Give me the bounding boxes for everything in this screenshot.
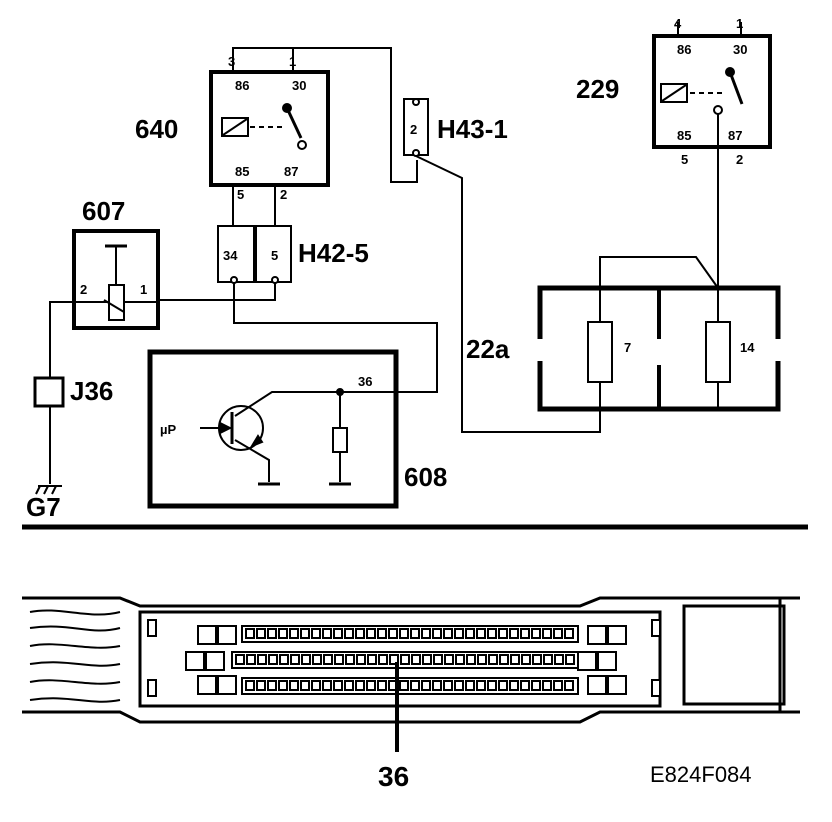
junction-j36 <box>33 376 65 408</box>
ecu-608-input: µP <box>160 422 176 437</box>
relay-229-pin-top-1: 4 <box>674 16 682 31</box>
connector-pin-rows <box>147 619 661 697</box>
relay-229-pin-bottom-2: 2 <box>736 152 743 167</box>
relay-640-pin-87: 87 <box>284 164 298 179</box>
sensor-607-pin-2: 2 <box>80 282 87 297</box>
relay-229-pin-top-2: 1 <box>736 16 743 31</box>
relay-640-pin-bottom-2: 2 <box>280 187 287 202</box>
relay-640-pin-bottom-1: 5 <box>237 187 244 202</box>
relay-229-pin-bottom-1: 5 <box>681 152 688 167</box>
junction-j36-label: J36 <box>70 376 113 406</box>
ecu-608-pin: 36 <box>358 374 372 389</box>
connector-h43-label: H43-1 <box>437 114 508 144</box>
ecu-608-label: 608 <box>404 462 447 492</box>
relay-640-pin-30: 30 <box>292 78 306 93</box>
wire-h43-to-fuse7 <box>415 155 601 433</box>
wire-640-86 <box>232 47 418 183</box>
relay-640-label: 640 <box>135 114 178 144</box>
connector-h42-label: H42-5 <box>298 238 369 268</box>
fuse-7 <box>587 321 613 383</box>
relay-229-switch <box>728 71 744 105</box>
connector-h42-pin-34: 34 <box>223 248 238 263</box>
sensor-607-element <box>108 284 125 321</box>
relay-640-coil <box>221 117 249 137</box>
relay-640-pin-85: 85 <box>235 164 249 179</box>
sensor-607-pin-1: 1 <box>140 282 147 297</box>
fuse-14-label: 14 <box>740 340 755 355</box>
fusebox-22a-label: 22a <box>466 334 510 364</box>
relay-229-label: 229 <box>576 74 619 104</box>
figure-code: E824F084 <box>650 762 752 787</box>
connector-h42-pin-5: 5 <box>271 248 278 263</box>
relay-640-pin-top-1: 3 <box>228 54 235 69</box>
ecu-608-box <box>147 349 399 509</box>
relay-229-box <box>652 34 772 149</box>
ecu-608-resistor <box>332 427 348 453</box>
fuse-7-label: 7 <box>624 340 631 355</box>
fuse-14 <box>705 321 731 383</box>
relay-640-box <box>209 70 330 187</box>
relay-229-pin-87: 87 <box>728 128 742 143</box>
relay-640-pin-86: 86 <box>235 78 249 93</box>
connector-h43-pin: 2 <box>410 122 417 137</box>
relay-229-coil <box>660 83 688 103</box>
ground-g7-label: G7 <box>26 492 61 522</box>
sensor-607-box <box>72 229 160 330</box>
sensor-607-label: 607 <box>82 196 125 226</box>
relay-229-pin-85: 85 <box>677 128 691 143</box>
relay-640-switch <box>285 107 303 139</box>
ecu-connector-view <box>22 596 800 724</box>
connector-pin-callout: 36 <box>378 761 409 792</box>
relay-229-pin-30: 30 <box>733 42 747 57</box>
relay-640-pin-top-2: 1 <box>289 54 296 69</box>
relay-229-pin-86: 86 <box>677 42 691 57</box>
